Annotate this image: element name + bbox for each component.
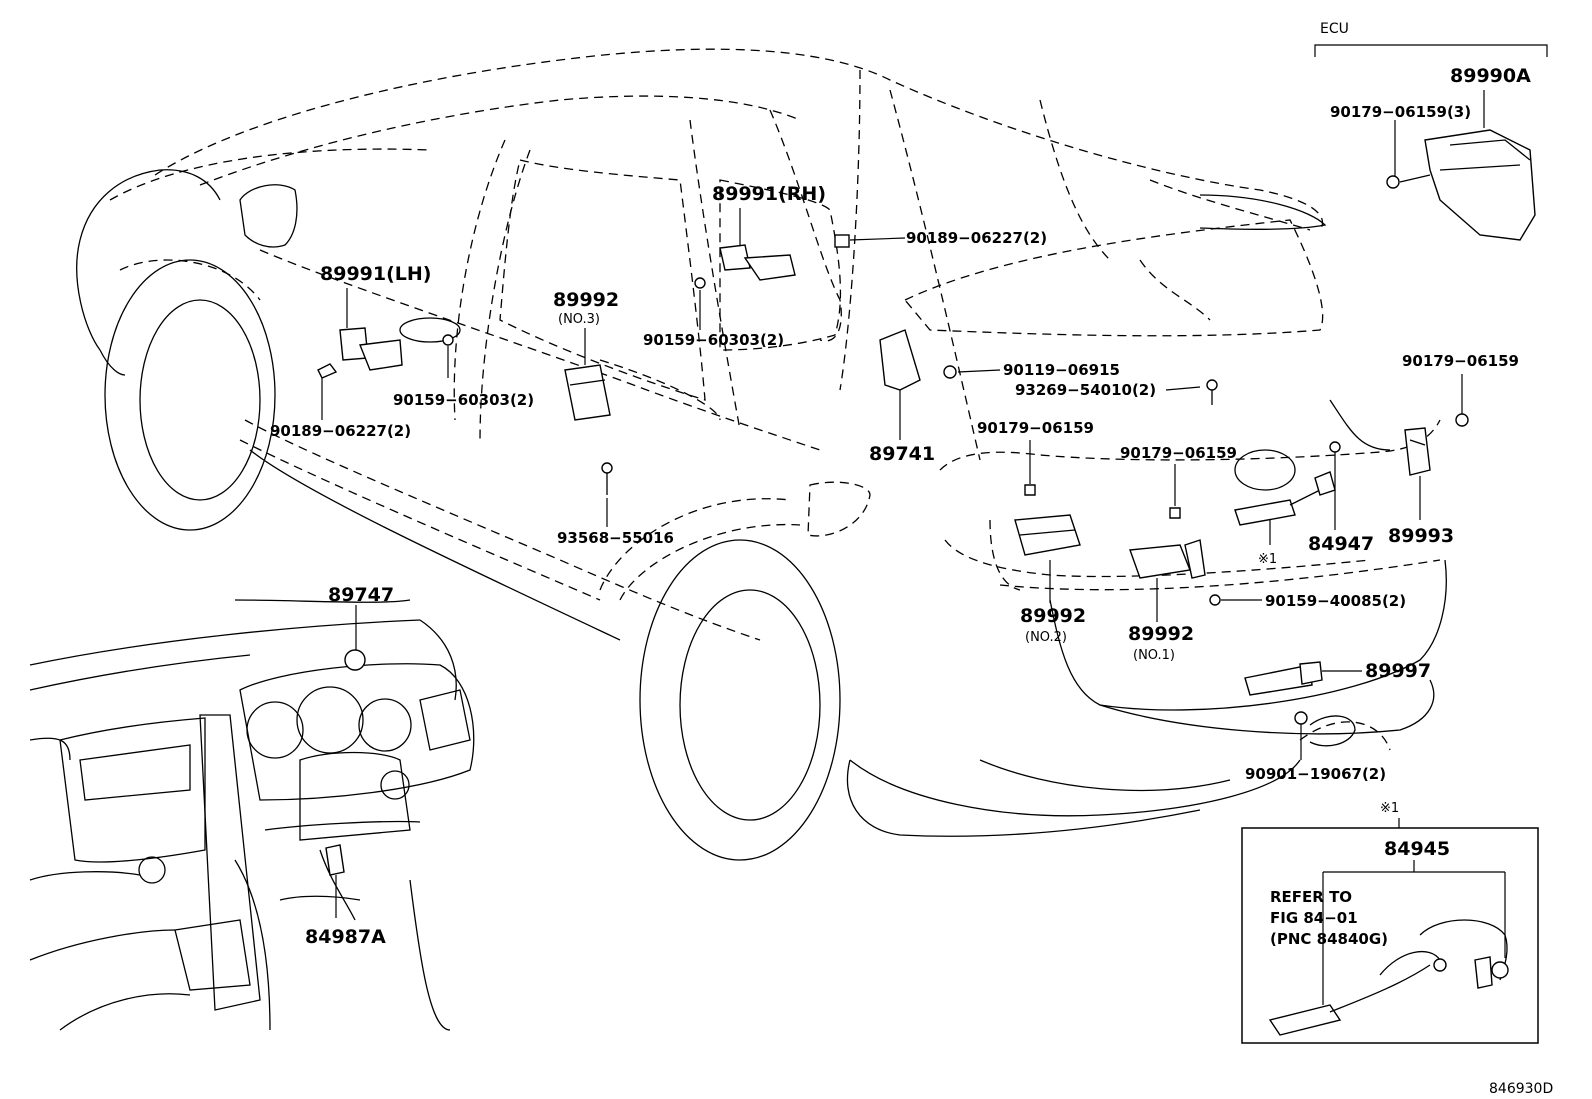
diagram-code: 846930D — [1489, 1081, 1553, 1097]
label-90179-06159-3: 90179−06159(3) — [1330, 103, 1471, 121]
label-90159-60303-2-mid: 90159−60303(2) — [643, 331, 784, 349]
label-93269-54010-2: 93269−54010(2) — [1015, 381, 1156, 399]
label-89993: 89993 — [1388, 525, 1454, 547]
refer-line-1: REFER TO — [1270, 888, 1352, 906]
label-89992-no2-sub: (NO.2) — [1025, 630, 1067, 645]
label-89990A: 89990A — [1450, 65, 1531, 87]
label-89991-lh: 89991(LH) — [320, 263, 431, 285]
label-89992-no3: 89992 — [553, 289, 619, 311]
label-90179-06159-b: 90179−06159 — [1120, 444, 1237, 462]
label-90119-06915: 90119−06915 — [1003, 361, 1120, 379]
label-90179-06159-a: 90179−06159 — [977, 419, 1094, 437]
label-89992-no1: 89992 — [1128, 623, 1194, 645]
inset-box-84945 — [1241, 827, 1539, 1044]
leader-lines — [321, 44, 1548, 1005]
ecu-89990A-shape — [1424, 129, 1536, 241]
refer-line-3: (PNC 84840G) — [1270, 930, 1388, 948]
part-glyphs — [317, 129, 1536, 1036]
label-84945: 84945 — [1384, 838, 1450, 860]
dashboard-outline — [29, 599, 475, 1031]
label-89997: 89997 — [1365, 660, 1431, 682]
label-89992-no3-sub: (NO.3) — [558, 312, 600, 327]
label-89991-rh: 89991(RH) — [712, 183, 826, 205]
callout-labels: ECU 89990A 90179−06159(3) 89991(RH) 9018… — [270, 21, 1553, 1097]
label-90901-19067-2: 90901−19067(2) — [1245, 765, 1386, 783]
label-93568-55016: 93568−55016 — [557, 529, 674, 547]
ecu-header: ECU — [1320, 21, 1349, 37]
label-89992-no1-sub: (NO.1) — [1133, 648, 1175, 663]
label-90159-60303-2-left: 90159−60303(2) — [393, 391, 534, 409]
label-90159-40085-2: 90159−40085(2) — [1265, 592, 1406, 610]
label-90189-06227-2-top: 90189−06227(2) — [906, 229, 1047, 247]
vehicle-outline — [76, 48, 1447, 861]
label-90179-06159-right: 90179−06159 — [1402, 352, 1519, 370]
ecu-bracket — [1314, 44, 1548, 57]
note-mark-b: ※1 — [1380, 801, 1399, 816]
refer-line-2: FIG 84−01 — [1270, 909, 1358, 927]
label-90189-06227-2-left: 90189−06227(2) — [270, 422, 411, 440]
label-89992-no2: 89992 — [1020, 605, 1086, 627]
note-mark-a: ※1 — [1258, 552, 1277, 567]
label-89747: 89747 — [328, 584, 394, 606]
label-89741: 89741 — [869, 443, 935, 465]
label-84947: 84947 — [1308, 533, 1374, 555]
label-84987A: 84987A — [305, 926, 386, 948]
